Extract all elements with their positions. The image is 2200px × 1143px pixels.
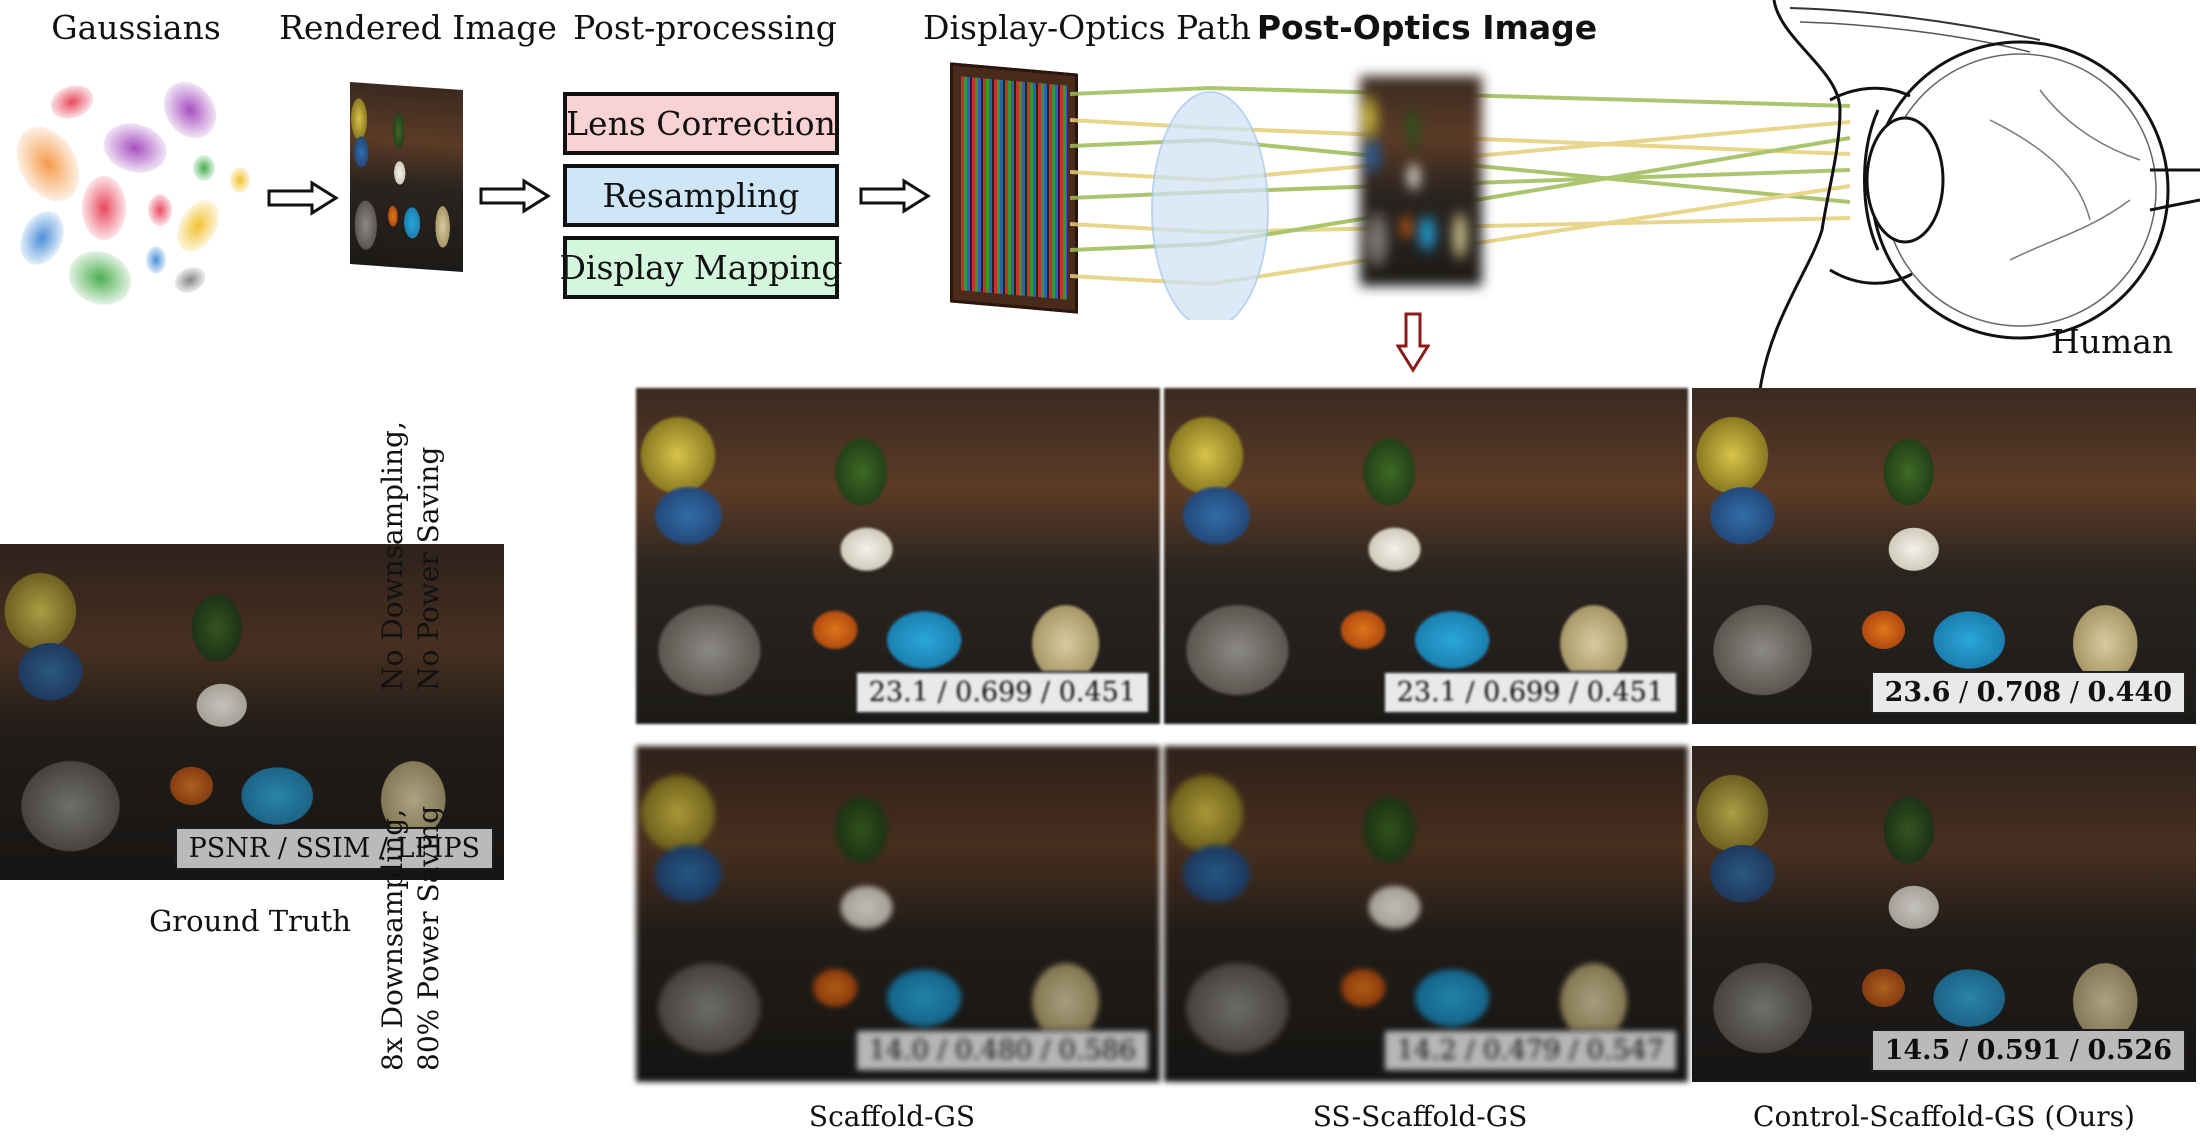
column-label-ss-scaffold-gs: SS-Scaffold-GS xyxy=(1312,1100,1528,1133)
result-ss-scaffold-gs-no-downsampling: 23.1 / 0.699 / 0.451 xyxy=(1164,388,1688,724)
result-control-scaffold-gs-8x-downsampling: 14.5 / 0.591 / 0.526 xyxy=(1692,746,2196,1082)
lens-correction-box: Lens Correction xyxy=(563,92,839,155)
column-label-scaffold-gs: Scaffold-GS xyxy=(808,1100,976,1133)
label-rendered-image: Rendered Image xyxy=(279,8,557,47)
metric-legend: PSNR / SSIM / LPIPS xyxy=(174,827,494,870)
gaussians-cluster xyxy=(16,81,250,305)
optics-rays xyxy=(1070,85,1851,320)
result-scaffold-gs-no-downsampling: 23.1 / 0.699 / 0.451 xyxy=(636,388,1160,724)
arrow-icon xyxy=(479,178,551,214)
arrow-icon xyxy=(267,180,339,216)
result-ss-scaffold-gs-8x-downsampling: 14.2 / 0.479 / 0.547 xyxy=(1164,746,1688,1082)
result-scaffold-gs-8x-downsampling: 14.0 / 0.480 / 0.586 xyxy=(636,746,1160,1082)
label-display-optics-path: Display-Optics Path xyxy=(923,8,1251,47)
metric-ss-scaffold-gs-row0: 23.1 / 0.699 / 0.451 xyxy=(1382,671,1678,714)
row-label-no-downsampling: No Downsampling, No Power Saving xyxy=(376,421,445,691)
metric-control-scaffold-gs-row1: 14.5 / 0.591 / 0.526 xyxy=(1870,1029,2186,1072)
lens-shape xyxy=(1151,91,1269,320)
metric-control-scaffold-gs-row0: 23.6 / 0.708 / 0.440 xyxy=(1870,671,2186,714)
result-control-scaffold-gs-no-downsampling: 23.6 / 0.708 / 0.440 xyxy=(1692,388,2196,724)
post-optics-image xyxy=(1360,76,1482,286)
label-post-optics-image: Post-Optics Image xyxy=(1256,8,1598,47)
display-panel xyxy=(950,62,1078,314)
metric-scaffold-gs-row1: 14.0 / 0.480 / 0.586 xyxy=(854,1029,1150,1072)
label-gaussians: Gaussians xyxy=(51,8,221,47)
row-label-8x-downsampling: 8x Downsampling, 80% Power Saving xyxy=(376,805,445,1071)
rendered-image-thumbnail xyxy=(350,82,463,272)
arrow-icon xyxy=(859,178,931,214)
display-mapping-box: Display Mapping xyxy=(559,236,843,299)
ground-truth-image: PSNR / SSIM / LPIPS xyxy=(0,544,504,880)
metric-ss-scaffold-gs-row1: 14.2 / 0.479 / 0.547 xyxy=(1382,1029,1678,1072)
optic-ray xyxy=(1070,85,1851,108)
down-arrow-icon xyxy=(1396,312,1430,373)
metric-scaffold-gs-row0: 23.1 / 0.699 / 0.451 xyxy=(854,671,1150,714)
column-label-control-scaffold-gs: Control-Scaffold-GS (Ours) xyxy=(1753,1100,2135,1133)
resampling-box: Resampling xyxy=(563,164,839,227)
label-post-processing: Post-processing xyxy=(573,8,837,47)
human-eye-illustration xyxy=(1758,0,2200,390)
ground-truth-caption: Ground Truth xyxy=(149,904,351,938)
